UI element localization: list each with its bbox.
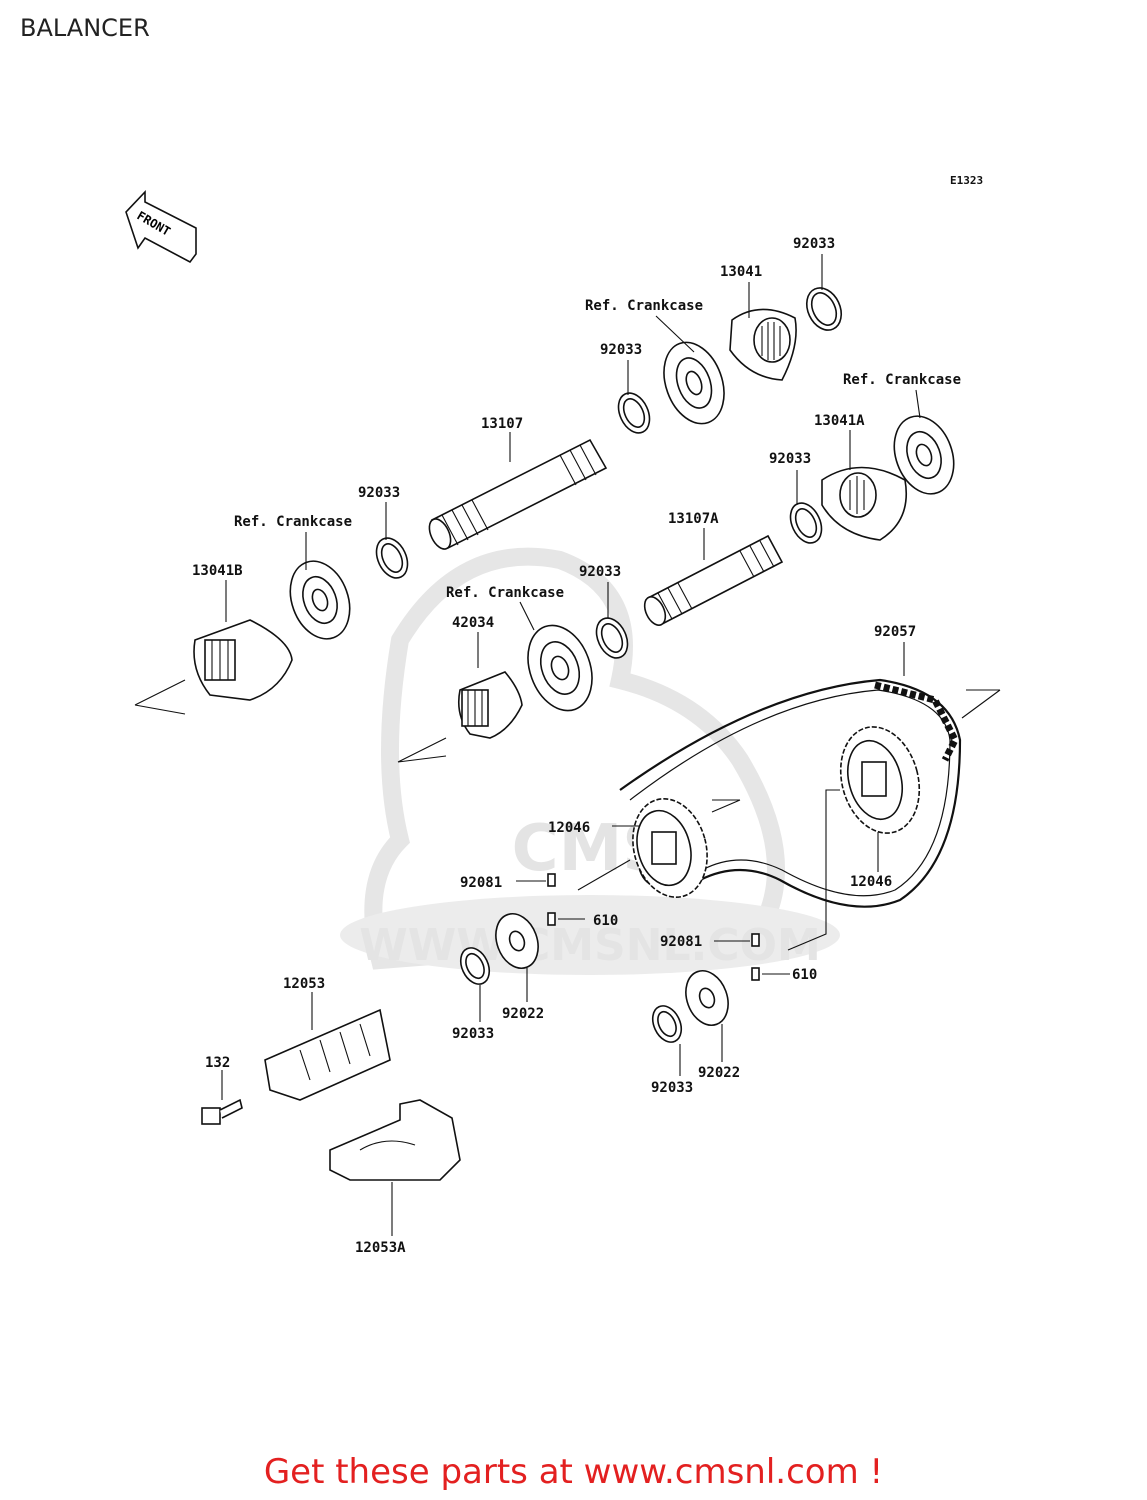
front-arrow-icon: FRONT: [125, 189, 197, 264]
label-12053A: 12053A: [355, 1240, 406, 1256]
shaft-13107A: [643, 534, 784, 626]
sprocket-12046-left: [632, 798, 708, 898]
washer-92022-b: [685, 970, 729, 1026]
label-12053: 12053: [283, 976, 325, 992]
chain-92057: [619, 678, 962, 908]
balancer-weight-13041A: [821, 466, 907, 541]
label-92022: 92022: [698, 1065, 740, 1081]
label-92033: 92033: [651, 1080, 693, 1096]
gear-42034: [457, 671, 523, 739]
label-92033: 92033: [358, 485, 400, 501]
label-13107A: 13107A: [668, 511, 719, 527]
label-610: 610: [593, 913, 618, 929]
label-13041A: 13041A: [814, 413, 865, 429]
page-title: BALANCER: [20, 14, 150, 42]
label-92033: 92033: [579, 564, 621, 580]
leader-lines: [134, 254, 1001, 1236]
bearing-ref-crankcase-top: [663, 341, 725, 425]
part-labels: 92033 13041 Ref. Crankcase 92033 Ref. Cr…: [192, 236, 961, 1256]
diagram-code: E1323: [950, 174, 983, 187]
label-13041B: 13041B: [192, 563, 243, 579]
circlip-92033-f: [651, 1005, 683, 1043]
label-13107: 13107: [481, 416, 523, 432]
label-92022: 92022: [502, 1006, 544, 1022]
bolt-132: [201, 1098, 243, 1125]
circlip-92033-d: [595, 617, 629, 659]
label-92057: 92057: [874, 624, 916, 640]
circlip-92033-e: [459, 947, 491, 985]
exploded-parts-diagram: CMS WWW.CMSNL.COM E1323 FRONT: [125, 174, 1001, 1256]
chain-guide-12053A: [329, 1099, 461, 1181]
label-12046: 12046: [850, 874, 892, 890]
label-12046: 12046: [548, 820, 590, 836]
footer-link[interactable]: Get these parts at www.cmsnl.com !: [263, 1452, 884, 1492]
label-ref-crankcase: Ref. Crankcase: [843, 372, 961, 388]
label-92033: 92033: [600, 342, 642, 358]
label-92081: 92081: [460, 875, 502, 891]
chain-guide-12053: [264, 1008, 391, 1101]
label-ref-crankcase: Ref. Crankcase: [446, 585, 564, 601]
shaft-13107: [428, 438, 608, 550]
watermark-site: WWW.CMSNL.COM: [359, 920, 821, 971]
sprocket-12046-right: [839, 726, 921, 834]
circlip-92033-c: [375, 537, 409, 579]
label-92033: 92033: [452, 1026, 494, 1042]
label-13041: 13041: [720, 264, 762, 280]
pins: [547, 873, 760, 981]
washer-92022-a: [495, 913, 539, 969]
circlip-92033-b: [789, 502, 823, 544]
label-92033: 92033: [793, 236, 835, 252]
circlip-92033-top: [805, 287, 843, 331]
label-132: 132: [205, 1055, 230, 1071]
balancer-weight-13041B: [193, 619, 293, 701]
bearing-ref-crankcase-middle: [527, 624, 593, 712]
bearing-ref-crankcase-right: [893, 415, 955, 495]
label-42034: 42034: [452, 615, 494, 631]
circlip-92033-a: [617, 392, 651, 434]
label-92081: 92081: [660, 934, 702, 950]
label-610: 610: [792, 967, 817, 983]
label-ref-crankcase: Ref. Crankcase: [234, 514, 352, 530]
label-ref-crankcase: Ref. Crankcase: [585, 298, 703, 314]
balancer-weight-13041: [729, 308, 797, 381]
watermark: CMS WWW.CMSNL.COM: [340, 547, 840, 975]
label-92033: 92033: [769, 451, 811, 467]
bearing-ref-crankcase-left: [289, 560, 351, 640]
